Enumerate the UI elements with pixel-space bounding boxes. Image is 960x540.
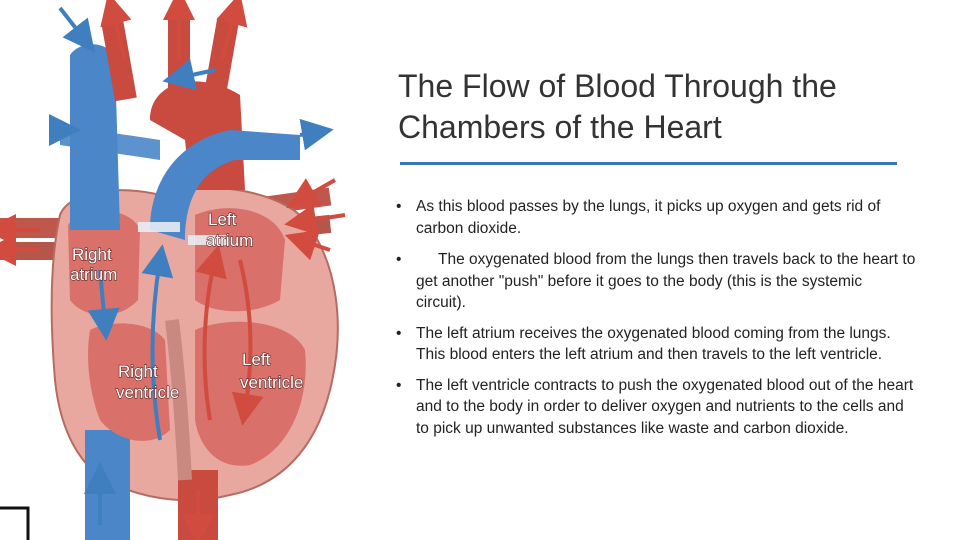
label-right-ventricle-line1: Right [118, 362, 158, 381]
inferior-vena-cava [85, 430, 130, 540]
label-left-ventricle-line1: Left [242, 350, 271, 369]
bullet-dot: • [396, 251, 402, 268]
bullet-item: • As this blood passes by the lungs, it … [396, 196, 916, 239]
label-left-atrium-line1: Left [208, 210, 237, 229]
bullet-list: • As this blood passes by the lungs, it … [396, 196, 916, 439]
bullet-dot: • [396, 324, 402, 342]
aortic-valve [188, 235, 228, 245]
label-right-ventricle-line2: ventricle [116, 383, 179, 402]
title-divider [400, 162, 897, 165]
bullet-item: • The left ventricle contracts to push t… [396, 375, 916, 440]
label-right-atrium-line1: Right [72, 245, 112, 264]
bullet-text: As this blood passes by the lungs, it pi… [416, 198, 881, 237]
deoxygenated-flow-arrows [49, 6, 334, 525]
heart-diagram: Right atrium Left atrium Right ventricle… [0, 0, 346, 540]
aorta-branch-3 [203, 18, 239, 102]
bullet-item: • The left atrium receives the oxygenate… [396, 323, 916, 366]
oxygenated-flow-arrows [0, 0, 346, 540]
bullet-text: The left ventricle contracts to push the… [416, 376, 914, 437]
bullet-dot: • [396, 198, 402, 215]
bullet-dot: • [396, 376, 402, 394]
bullet-text: The left atrium receives the oxygenated … [416, 324, 891, 364]
label-right-atrium-line2: atrium [70, 265, 117, 284]
pulmonary-artery-left [60, 125, 160, 160]
bullet-text: The oxygenated blood from the lungs then… [416, 251, 916, 311]
bullet-item: • The oxygenated blood from the lungs th… [396, 249, 916, 314]
pulmonary-valve [138, 222, 180, 232]
slide-title: The Flow of Blood Through the Chambers o… [398, 68, 837, 145]
pulmonary-artery [150, 130, 300, 240]
aorta-branch-1 [101, 18, 137, 102]
right-ventricle-chamber [88, 323, 170, 441]
right-atrium-chamber [68, 210, 140, 315]
septum [165, 319, 192, 481]
label-left-ventricle-line2: ventricle [240, 373, 303, 392]
left-atrium-chamber [195, 208, 285, 312]
label-left-atrium-line2: atrium [206, 231, 253, 250]
corner-bracket [0, 506, 30, 540]
